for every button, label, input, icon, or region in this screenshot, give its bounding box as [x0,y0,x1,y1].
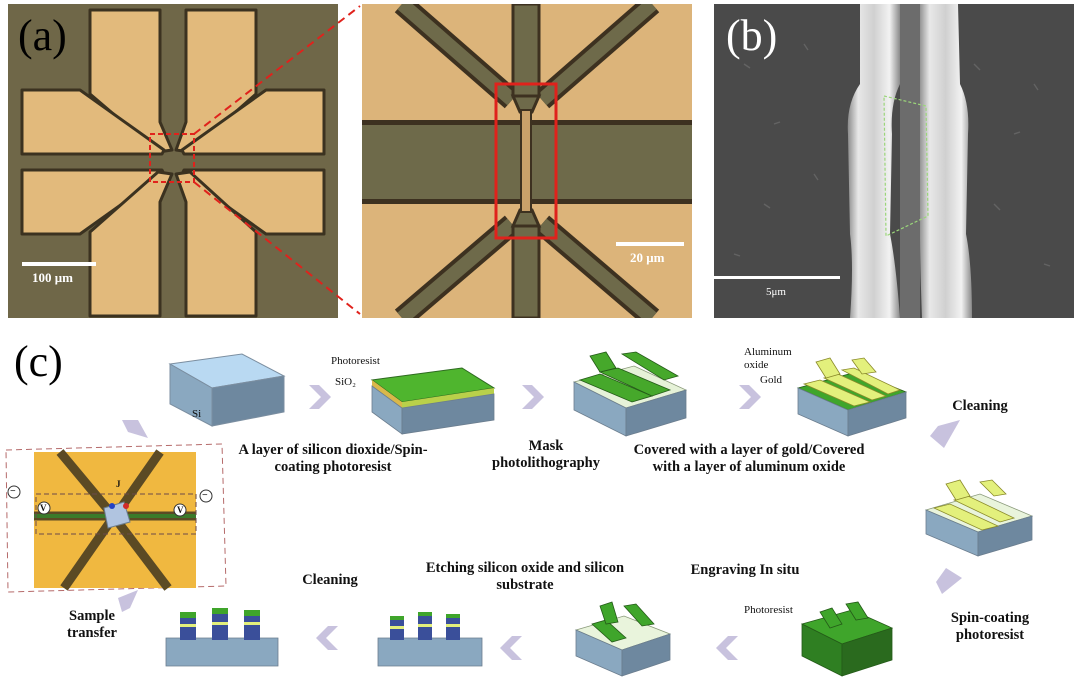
scale-bar-100um [22,262,96,266]
step9-cleaned-structure [165,608,279,667]
caption-step4: Cleaning [952,398,1008,414]
device-minus-right: − [202,490,208,501]
scale-bar-5um [714,276,840,279]
scale-bar-label-b: 5μm [766,286,786,298]
caption-step6: Engraving In situ [690,562,800,578]
step4-gold-alox [796,357,908,437]
arrow-up-icon [122,420,148,438]
sem-image [714,4,1074,318]
scale-bar-label-a-right: 20 μm [630,250,665,265]
optical-micrograph-overview [8,4,338,318]
step8-etched-structure [377,612,483,667]
panel-a-optical-overview: (a) 100 μm [8,4,338,318]
transferred-device-image [5,443,227,593]
label-photoresist-2: Photoresist [744,604,793,616]
optical-micrograph-zoom [362,4,692,318]
step3-mask-pattern [572,351,688,437]
scale-bar-label-a-left: 100 μm [32,270,73,285]
step7-engraved-structure [574,601,672,677]
panel-a-optical-zoom: 20 μm [362,4,692,318]
arrow-right-icon [309,385,331,409]
panel-b-label: (b) [726,11,778,60]
step1-si-substrate [168,353,286,427]
caption-step2: Mask photolithography [492,438,600,471]
arrow-left-icon [500,636,522,660]
sem-highlight [883,95,929,237]
caption-step3: Covered with a layer of gold/Covered wit… [633,442,865,475]
label-si: Si [192,408,202,420]
step6-photoresist-block [800,601,894,677]
caption-step9: Sample transfer [67,608,117,641]
arrow-up-icon [118,590,138,612]
arrow-right-icon [522,385,544,409]
panel-c-label: (c) [14,337,63,386]
caption-step8: Cleaning [302,572,358,588]
scale-bar-20um [616,242,684,246]
label-gold: Gold [760,374,782,386]
label-sio2: SiO₂ [335,376,356,388]
caption-step5: Spin-coating photoresist [950,610,1030,643]
label-aluminum-oxide: Aluminum oxide [744,346,792,371]
caption-step7: Etching silicon oxide and silicon substr… [425,560,625,593]
device-region-box [494,82,558,240]
panel-b-sem: (b) 5μm [714,4,1074,318]
arrow-down-icon [930,420,960,448]
label-photoresist: Photoresist [331,355,380,367]
step2-photoresist-slab [370,367,496,435]
zoom-region-box [149,133,195,183]
arrow-down-icon [936,568,962,594]
device-j: J [116,479,121,489]
arrow-left-icon [316,626,338,650]
arrow-left-icon [716,636,738,660]
device-minus-left: − [10,486,16,497]
step5-cleaned-structure [924,479,1034,557]
device-v-right: V [177,505,184,515]
device-v-left: V [40,503,47,513]
caption-step1: A layer of silicon dioxide/Spin-coating … [238,442,428,475]
arrow-right-icon [739,385,761,409]
panel-a-label: (a) [18,11,67,60]
